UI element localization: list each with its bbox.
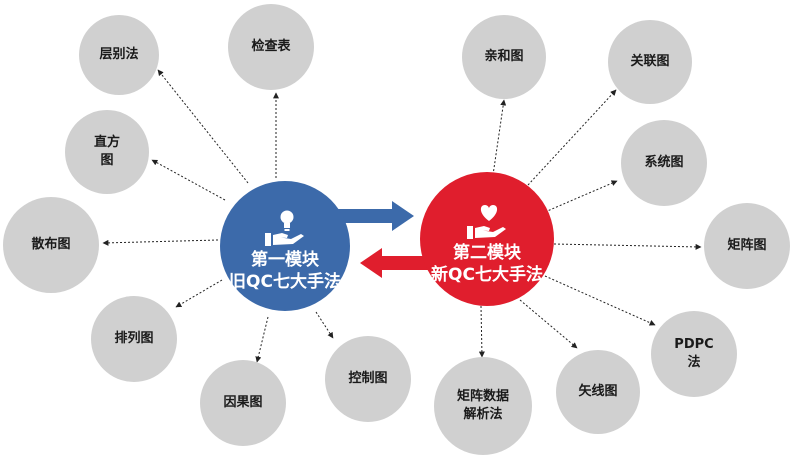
node-affinity: 亲和图 xyxy=(462,15,546,99)
right-hub-module2: 第二模块 新QC七大手法 xyxy=(420,172,554,306)
right-hub-title: 第二模块 xyxy=(453,243,521,263)
arrow-new-to-old xyxy=(360,248,440,278)
node-relation-label: 关联图 xyxy=(630,54,670,69)
connector-system xyxy=(544,180,618,213)
node-checksheet: 检查表 xyxy=(228,4,314,90)
node-cause: 因果图 xyxy=(200,360,286,446)
node-matrixdata-label: 矩阵数据 解析法 xyxy=(456,389,509,422)
connector-affinity xyxy=(492,99,507,176)
node-stratification: 层别法 xyxy=(79,15,159,95)
connector-control xyxy=(315,311,334,339)
connector-scatter xyxy=(102,239,219,246)
node-system: 系统图 xyxy=(621,120,707,206)
node-checksheet-label: 检查表 xyxy=(251,39,291,54)
node-control: 控制图 xyxy=(325,336,411,422)
node-scatter-label: 散布图 xyxy=(31,237,71,252)
node-pdpc-label: PDPC 法 xyxy=(674,337,714,370)
node-system-label: 系统图 xyxy=(644,155,684,170)
node-matrix: 矩阵图 xyxy=(704,203,790,289)
hand-holding-lightbulb-icon xyxy=(265,210,304,246)
node-relation: 关联图 xyxy=(608,20,692,104)
node-pdpc: PDPC 法 xyxy=(651,311,737,397)
node-pareto-label: 排列图 xyxy=(114,331,154,346)
connector-cause xyxy=(255,316,269,363)
node-histogram-label: 直方 图 xyxy=(93,135,120,168)
connector-arrow xyxy=(519,299,578,349)
connector-stratification xyxy=(157,69,249,184)
connector-pdpc xyxy=(544,275,656,326)
right-hub-subtitle: 新QC七大手法 xyxy=(431,265,543,285)
connector-lines xyxy=(102,69,702,363)
node-affinity-label: 亲和图 xyxy=(484,49,524,64)
node-cause-label: 因果图 xyxy=(223,395,263,410)
hand-holding-heart-icon xyxy=(467,205,506,239)
node-matrix-label: 矩阵图 xyxy=(727,238,767,253)
node-control-label: 控制图 xyxy=(348,371,388,386)
connector-matrix xyxy=(553,243,702,250)
left-hub-subtitle: 旧QC七大手法 xyxy=(229,272,341,292)
left-hub-title: 第一模块 xyxy=(251,250,319,270)
node-pareto: 排列图 xyxy=(91,296,177,382)
connector-histogram xyxy=(151,159,226,201)
node-arrow: 矢线图 xyxy=(556,350,640,434)
left-hub-module1: 第一模块 旧QC七大手法 xyxy=(220,181,350,311)
node-scatter: 散布图 xyxy=(3,197,99,293)
arrow-old-to-new xyxy=(335,201,414,231)
connector-pareto xyxy=(175,279,223,308)
connector-relation xyxy=(527,89,617,186)
node-arrow-label: 矢线图 xyxy=(578,384,618,399)
node-histogram: 直方 图 xyxy=(65,110,149,194)
node-matrixdata: 矩阵数据 解析法 xyxy=(434,357,532,455)
connector-matrixdata xyxy=(478,305,485,358)
node-stratification-label: 层别法 xyxy=(99,47,139,62)
